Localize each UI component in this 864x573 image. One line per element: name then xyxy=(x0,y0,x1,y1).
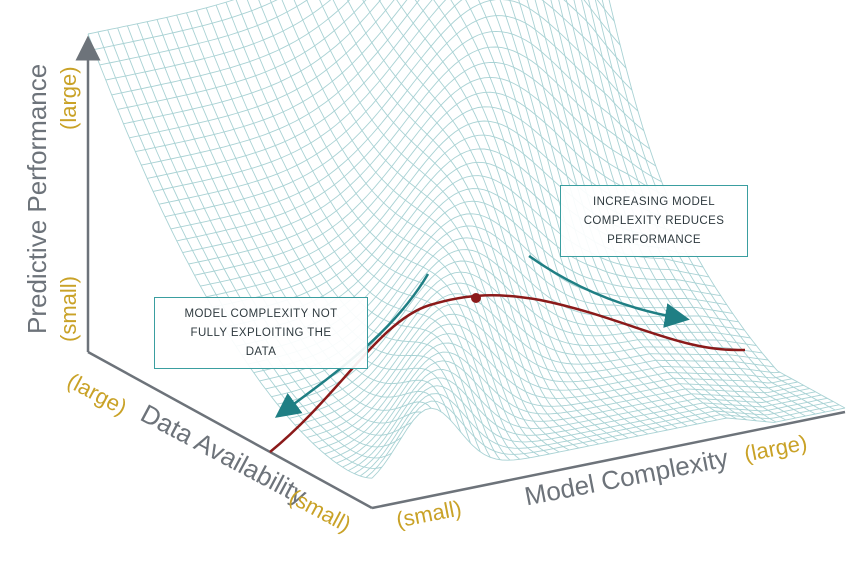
mesh-line-data xyxy=(573,0,796,419)
mesh-line-data xyxy=(306,0,580,449)
mesh-line-data xyxy=(347,0,609,443)
mesh-line-data xyxy=(332,0,599,445)
mesh-line-data xyxy=(450,0,668,431)
callout-underfitting: MODEL COMPLEXITY NOT FULLY EXPLOITING TH… xyxy=(154,297,368,369)
mesh-line-complexity xyxy=(135,0,408,153)
mesh-line-data xyxy=(117,27,402,448)
callout-overfitting: INCREASING MODEL COMPLEXITY REDUCES PERF… xyxy=(560,185,748,257)
mesh-line-data xyxy=(594,0,826,413)
mesh-line-data xyxy=(489,0,698,425)
mesh-line-data xyxy=(246,0,530,459)
mesh-line-data xyxy=(87,33,373,479)
mesh-line-data xyxy=(281,0,560,453)
mesh-line-data xyxy=(478,0,688,427)
callout-overfitting-text: INCREASING MODEL COMPLEXITY REDUCES PERF… xyxy=(583,195,725,246)
complexity-axis-line xyxy=(371,410,846,510)
mesh-line-data xyxy=(414,0,649,435)
performance-axis-title: Predictive Performance xyxy=(22,63,52,334)
performance-low-label: (small) xyxy=(56,276,81,342)
peak-point xyxy=(471,293,481,303)
mesh-line-data xyxy=(235,0,521,460)
mesh-line-data xyxy=(396,0,639,437)
mesh-line-data xyxy=(588,0,816,415)
mesh-line-data xyxy=(465,0,678,429)
mesh-line-data xyxy=(225,2,511,461)
mesh-line-data xyxy=(608,0,846,409)
mesh-line-data xyxy=(215,4,501,461)
mesh-line-data xyxy=(565,0,787,421)
mesh-line-data xyxy=(433,0,659,433)
mesh-line-data xyxy=(258,0,540,457)
mesh-line-data xyxy=(293,0,570,451)
mesh-line-data xyxy=(378,0,629,439)
mesh-line-data xyxy=(362,0,619,441)
mesh-line-data xyxy=(581,0,806,417)
surface-mesh xyxy=(87,0,846,479)
mesh-line-data xyxy=(205,7,491,458)
mesh-line-data xyxy=(319,0,590,447)
mesh-line-data xyxy=(601,0,836,411)
callout-underfitting-text: MODEL COMPLEXITY NOT FULLY EXPLOITING TH… xyxy=(184,307,338,358)
mesh-line-data xyxy=(269,0,550,455)
arrow-increasing-complexity xyxy=(528,254,690,328)
data-axis-line xyxy=(87,350,373,510)
performance-high-label: (large) xyxy=(56,66,81,130)
mesh-line-complexity xyxy=(147,0,621,179)
mesh-line-data xyxy=(97,31,382,469)
